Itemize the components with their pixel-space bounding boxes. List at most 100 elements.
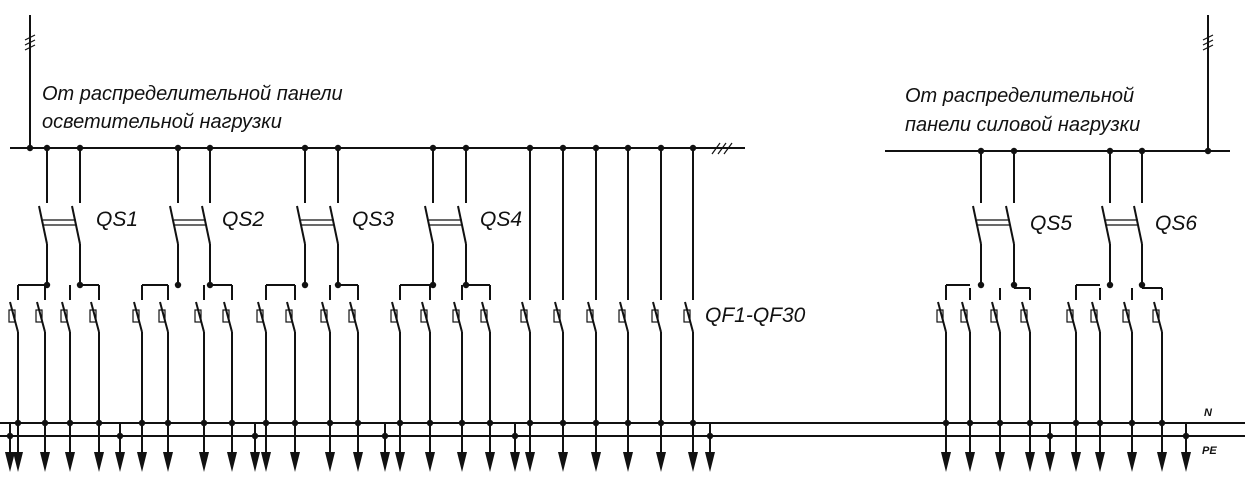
breaker-2-trip-element xyxy=(35,309,43,323)
left-feeder-phase-ticks xyxy=(24,44,36,51)
breaker-2-outlet-arrow xyxy=(40,452,50,472)
breaker-5-trip-element xyxy=(132,309,140,323)
breaker-direct-2-contact xyxy=(554,301,564,333)
breaker-right-5-contact xyxy=(1067,301,1077,333)
breaker-direct-2-outlet-arrow xyxy=(558,452,568,472)
breaker-right-7-outlet-arrow xyxy=(1127,452,1137,472)
switch-qs2-group-dot xyxy=(174,281,182,289)
switch-qs4-group-dot xyxy=(429,281,437,289)
breaker-8-outlet-arrow xyxy=(227,452,237,472)
breaker-right-6-contact xyxy=(1091,301,1101,333)
switch-qs5-group-dot xyxy=(1010,281,1018,289)
pe-outlet-dot xyxy=(381,432,389,440)
breaker-direct-1-outlet-arrow xyxy=(525,452,535,472)
breaker-direct-1-contact xyxy=(521,301,531,333)
switch-label-qs6: QS6 xyxy=(1155,212,1197,235)
breaker-right-3-outlet-arrow xyxy=(995,452,1005,472)
right-feed-label-line2: панели силовой нагрузки xyxy=(905,114,1140,136)
breaker-12-contact xyxy=(349,301,359,333)
switch-qs6-group-dot xyxy=(1138,281,1146,289)
breaker-14-trip-element xyxy=(420,309,428,323)
pe-outlet-dot xyxy=(706,432,714,440)
breaker-right-8-outlet-arrow xyxy=(1157,452,1167,472)
breaker-right-4-contact xyxy=(1021,301,1031,333)
breaker-3-trip-element xyxy=(60,309,68,323)
breaker-right-5-n-dot xyxy=(1072,419,1080,427)
breaker-4-trip-element xyxy=(89,309,97,323)
breaker-right-1-contact xyxy=(937,301,947,333)
breaker-13-contact xyxy=(391,301,401,333)
breaker-1-contact xyxy=(9,301,19,333)
breaker-8-contact xyxy=(223,301,233,333)
breaker-9-outlet-arrow xyxy=(261,452,271,472)
breaker-direct-5-contact xyxy=(652,301,662,333)
switch-qs5-group-dot xyxy=(977,281,985,289)
breaker-11-n-dot xyxy=(326,419,334,427)
breaker-direct-6-outlet-arrow xyxy=(688,452,698,472)
switch-label-qs2: QS2 xyxy=(222,208,264,231)
breaker-13-n-dot xyxy=(396,419,404,427)
breaker-direct-5-outlet-arrow xyxy=(656,452,666,472)
breaker-right-7-n-dot xyxy=(1128,419,1136,427)
breaker-3-n-dot xyxy=(66,419,74,427)
pe-outlet-dot xyxy=(251,432,259,440)
wiring-layer xyxy=(0,15,1245,472)
pe-outlet-arrow xyxy=(380,452,390,472)
breaker-1-trip-element xyxy=(8,309,16,323)
breaker-6-n-dot xyxy=(164,419,172,427)
breaker-16-outlet-arrow xyxy=(485,452,495,472)
right-feed-label-line1: От распределительной xyxy=(905,85,1134,107)
breaker-right-8-contact xyxy=(1153,301,1163,333)
pe-outlet-dot xyxy=(1046,432,1054,440)
switch-label-qs1: QS1 xyxy=(96,208,138,231)
left-feeder-phase-ticks xyxy=(24,34,36,41)
breaker-5-outlet-arrow xyxy=(137,452,147,472)
breaker-7-outlet-arrow xyxy=(199,452,209,472)
breaker-16-trip-element xyxy=(480,309,488,323)
breaker-direct-4-trip-element xyxy=(618,309,626,323)
pe-outlet-dot xyxy=(6,432,14,440)
pe-outlet-dot xyxy=(511,432,519,440)
breaker-13-outlet-arrow xyxy=(395,452,405,472)
breaker-3-outlet-arrow xyxy=(65,452,75,472)
breaker-5-contact xyxy=(133,301,143,333)
switch-label-qs4: QS4 xyxy=(480,208,522,231)
breaker-right-6-n-dot xyxy=(1096,419,1104,427)
breaker-right-7-trip-element xyxy=(1122,309,1130,323)
breaker-direct-4-contact xyxy=(619,301,629,333)
breaker-15-outlet-arrow xyxy=(457,452,467,472)
breaker-12-n-dot xyxy=(354,419,362,427)
breaker-11-contact xyxy=(321,301,331,333)
breaker-right-7-contact xyxy=(1123,301,1133,333)
breaker-direct-2-trip-element xyxy=(553,309,561,323)
breaker-right-3-trip-element xyxy=(990,309,998,323)
breaker-13-trip-element xyxy=(390,309,398,323)
breaker-9-n-dot xyxy=(262,419,270,427)
breaker-12-outlet-arrow xyxy=(353,452,363,472)
breaker-7-n-dot xyxy=(200,419,208,427)
breaker-1-n-dot xyxy=(14,419,22,427)
pe-outlet-arrow xyxy=(5,452,15,472)
breakers-label: QF1-QF30 xyxy=(705,304,806,327)
breaker-4-outlet-arrow xyxy=(94,452,104,472)
breaker-right-1-outlet-arrow xyxy=(941,452,951,472)
breaker-direct-3-outlet-arrow xyxy=(591,452,601,472)
breaker-6-trip-element xyxy=(158,309,166,323)
breaker-6-outlet-arrow xyxy=(163,452,173,472)
breaker-3-contact xyxy=(61,301,71,333)
breaker-direct-2-n-dot xyxy=(559,419,567,427)
pe-outlet-dot xyxy=(116,432,124,440)
breaker-right-5-trip-element xyxy=(1066,309,1074,323)
pe-outlet-arrow xyxy=(1181,452,1191,472)
pe-outlet-arrow xyxy=(1045,452,1055,472)
breaker-15-contact xyxy=(453,301,463,333)
breaker-9-trip-element xyxy=(256,309,264,323)
breaker-right-5-outlet-arrow xyxy=(1071,452,1081,472)
breaker-6-contact xyxy=(159,301,169,333)
left-feeder-phase-ticks xyxy=(24,39,36,46)
breaker-10-n-dot xyxy=(291,419,299,427)
breaker-2-n-dot xyxy=(41,419,49,427)
breaker-right-2-outlet-arrow xyxy=(965,452,975,472)
breaker-14-n-dot xyxy=(426,419,434,427)
breaker-4-n-dot xyxy=(95,419,103,427)
